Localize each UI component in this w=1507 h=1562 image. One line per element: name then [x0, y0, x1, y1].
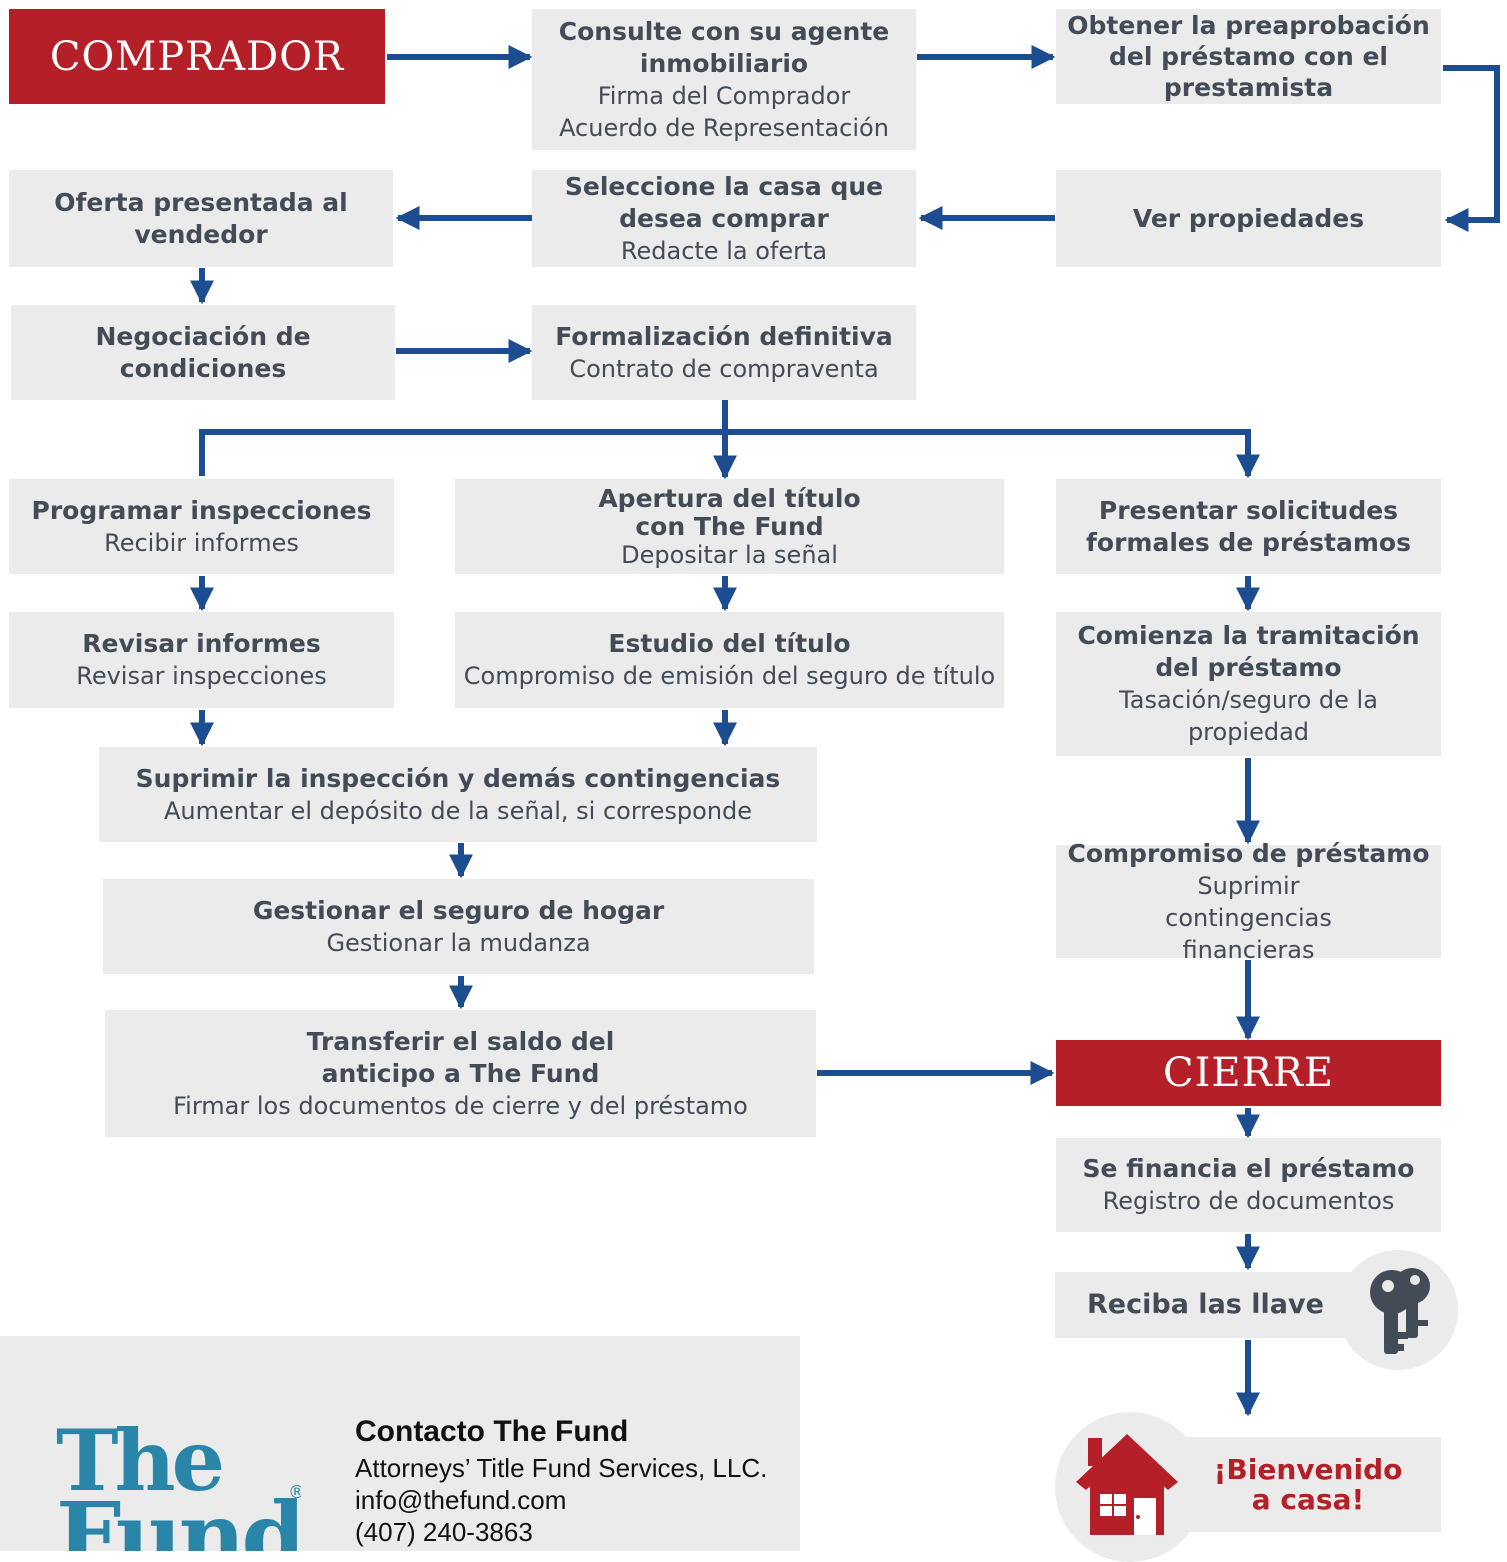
step-title: Apertura del título	[598, 483, 861, 513]
step-line: Recibir informes	[104, 528, 299, 557]
step-title: Comienza la tramitación del préstamo	[1077, 621, 1420, 682]
step-loan-processing: Comienza la tramitación del préstamo Tas…	[1056, 612, 1441, 756]
step-preapproval: Obtener la preaprobación del préstamo co…	[1056, 9, 1441, 104]
step-line: Revisar inspecciones	[76, 662, 327, 690]
step-receive-keys: Reciba las llave	[1055, 1272, 1385, 1338]
step-welcome-home: ¡Bienvenido a casa!	[1150, 1437, 1441, 1532]
step-loan-commitment: Compromiso de préstamo Suprimir continge…	[1056, 839, 1441, 964]
step-title: Obtener la preaprobación del préstamo co…	[1067, 11, 1430, 102]
step-title: Presentar solicitudes formales de présta…	[1086, 495, 1411, 557]
step-title-opening: Apertura del título con The Fund Deposit…	[455, 479, 1004, 574]
step-title: Ver propiedades	[1132, 203, 1365, 233]
step-title: Reciba las llave	[1087, 1289, 1324, 1320]
house-icon	[1076, 1434, 1178, 1535]
the-fund-logo: The Fund ®	[56, 1418, 301, 1551]
step-title: Gestionar el seguro de hogar	[252, 895, 665, 925]
welcome-line: ¡Bienvenido	[1213, 1452, 1403, 1486]
step-line: Contrato de compraventa	[569, 354, 879, 383]
step-line: Depositar la señal	[621, 540, 838, 569]
step-line: Tasación/seguro de la propiedad	[1119, 686, 1378, 746]
keys-icon	[1370, 1268, 1430, 1354]
arrow-icon	[1443, 65, 1500, 232]
start-buyer-label: COMPRADOR	[9, 9, 385, 104]
step-line: Acuerdo de Representación	[559, 113, 889, 142]
contact-phone[interactable]: (407) 240-3863	[355, 1517, 533, 1547]
step-line: Redacte la oferta	[620, 236, 828, 265]
step-title: Transferir el saldo del anticipo a The F…	[306, 1026, 615, 1088]
step-offer: Oferta presentada al vendedor	[9, 170, 393, 267]
step-closing: CIERRE	[1056, 1040, 1441, 1106]
step-transfer: Transferir el saldo del anticipo a The F…	[105, 1010, 816, 1137]
step-line: Compromiso de emisión del seguro de títu…	[463, 662, 996, 690]
svg-text:®: ®	[288, 1482, 301, 1503]
step-title: Oferta presentada al vendedor	[54, 187, 348, 249]
contact-panel	[0, 1336, 800, 1551]
step-inspections: Programar inspecciones Recibir informes	[9, 479, 394, 574]
step-title: Estudio del título	[608, 629, 851, 658]
closing-label-text: CIERRE	[1162, 1050, 1335, 1096]
step-title-study: Estudio del título Compromiso de emisión…	[455, 612, 1004, 708]
step-line: Gestionar la mudanza	[326, 928, 591, 957]
step-negotiation: Negociación de condiciones	[11, 305, 395, 400]
step-line: Registro de documentos	[1102, 1187, 1395, 1215]
step-line: Firmar los documentos de cierre y del pr…	[173, 1091, 748, 1120]
contact-email[interactable]: info@thefund.com	[355, 1485, 567, 1515]
contact-heading: Contacto The Fund	[355, 1415, 629, 1448]
start-label-text: COMPRADOR	[49, 33, 345, 80]
step-title: Consulte con su agente inmobiliario	[558, 16, 890, 78]
step-title: Seleccione la casa que desea comprar	[564, 171, 884, 233]
step-agent: Consulte con su agente inmobiliario Firm…	[532, 9, 916, 150]
step-view-properties: Ver propiedades	[1056, 170, 1441, 267]
arrow-icon	[199, 429, 1260, 479]
step-select: Seleccione la casa que desea comprar Red…	[532, 170, 916, 267]
step-title: Suprimir la inspección y demás contingen…	[135, 763, 781, 793]
step-loan-funded: Se financia el préstamo Registro de docu…	[1056, 1138, 1441, 1232]
step-loan-applications: Presentar solicitudes formales de présta…	[1056, 479, 1441, 574]
step-title: Formalización definitiva	[555, 321, 893, 351]
svg-text:Fund: Fund	[56, 1482, 301, 1551]
step-remove-contingencies: Suprimir la inspección y demás contingen…	[99, 747, 817, 842]
step-line: Firma del Comprador	[597, 81, 851, 110]
step-title: Compromiso de préstamo	[1067, 838, 1430, 868]
svg-text:The: The	[56, 1418, 222, 1510]
welcome-line: a casa!	[1251, 1482, 1365, 1516]
keys-icon-circle	[1338, 1250, 1458, 1370]
step-line: Suprimir contingencias financieras	[1165, 871, 1332, 964]
step-formalization: Formalización definitiva Contrato de com…	[532, 305, 916, 400]
step-review: Revisar informes Revisar inspecciones	[9, 612, 394, 708]
step-title: Se financia el préstamo	[1082, 1154, 1415, 1183]
step-line: Aumentar el depósito de la señal, si cor…	[163, 796, 753, 825]
contact-info: Contacto The Fund Attorneys’ Title Fund …	[355, 1412, 767, 1548]
step-title: Revisar informes	[82, 629, 321, 658]
step-title: Programar inspecciones	[31, 495, 372, 525]
step-title: Negociación de condiciones	[95, 321, 311, 383]
step-home-insurance: Gestionar el seguro de hogar Gestionar l…	[103, 879, 814, 974]
contact-company: Attorneys’ Title Fund Services, LLC.	[355, 1453, 768, 1483]
logo-wordmark: The Fund ®	[56, 1418, 301, 1551]
step-title: con The Fund	[635, 511, 824, 541]
